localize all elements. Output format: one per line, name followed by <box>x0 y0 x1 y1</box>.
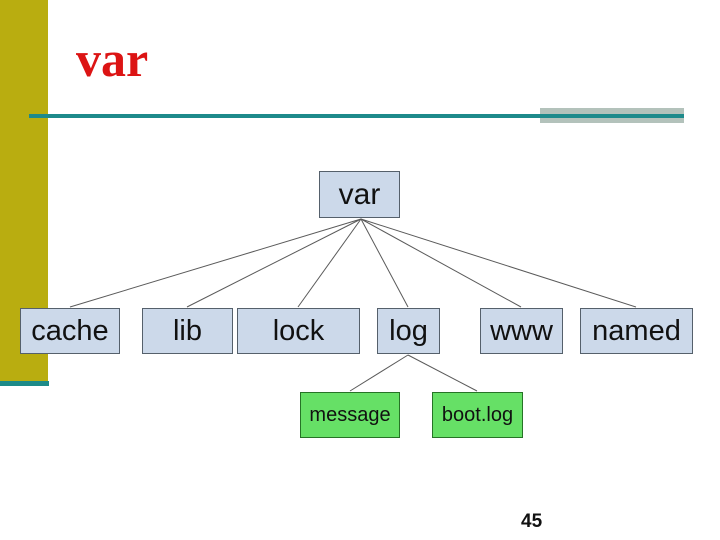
connector-var-www <box>360 218 522 308</box>
connector-log-message <box>349 354 409 392</box>
tree-node-var: var <box>319 171 400 218</box>
tree-node-lock: lock <box>237 308 360 354</box>
connector-var-log <box>360 218 409 308</box>
tree-node-log: log <box>377 308 440 354</box>
tree-node-bootlog: boot.log <box>432 392 523 438</box>
title-rule-teal-line <box>29 114 684 118</box>
connector-log-bootlog <box>407 354 478 392</box>
tree-node-www: www <box>480 308 563 354</box>
page-number: 45 <box>521 511 543 532</box>
tree-node-lib: lib <box>142 308 233 354</box>
left-bar-teal-rule <box>0 381 49 386</box>
connector-var-cache <box>69 218 362 308</box>
connector-var-lock <box>297 218 362 308</box>
tree-node-cache: cache <box>20 308 120 354</box>
tree-node-message: message <box>300 392 400 438</box>
tree-node-named: named <box>580 308 693 354</box>
connector-var-lib <box>186 218 362 308</box>
slide-title: var <box>76 31 149 87</box>
connector-var-named <box>360 218 637 308</box>
